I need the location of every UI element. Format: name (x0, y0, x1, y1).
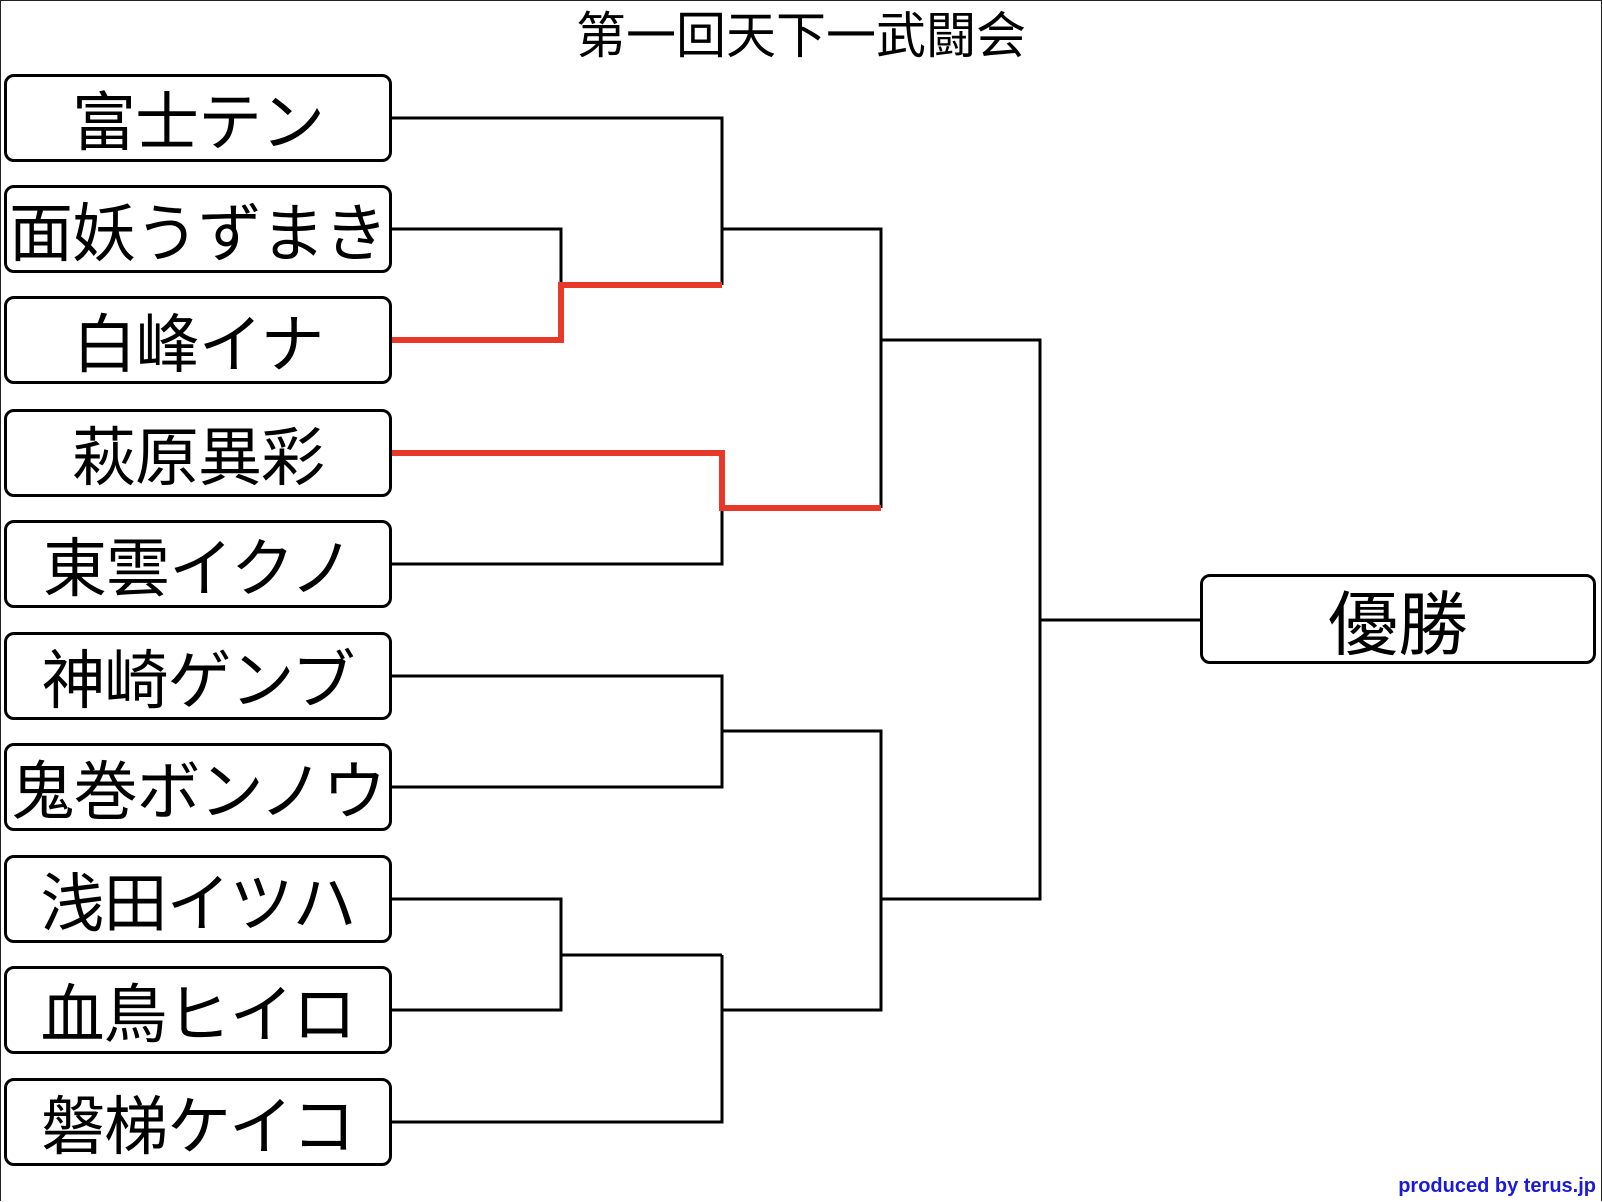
entrant-box: 鬼巻ボンノウ (4, 743, 392, 831)
entrant-box: 浅田イツハ (4, 855, 392, 943)
entrant-box: 血鳥ヒイロ (4, 966, 392, 1054)
bracket-line (722, 729, 883, 1012)
tournament-title: 第一回天下一武闘会 (576, 7, 1026, 65)
bracket-line (392, 674, 724, 789)
bracket-line (392, 453, 724, 566)
bracket-line (881, 338, 1042, 901)
bracket-line (392, 227, 563, 285)
winner-path (392, 282, 722, 343)
entrant-box: 萩原異彩 (4, 409, 392, 497)
entrant-box: 白峰イナ (4, 296, 392, 384)
bracket-line (392, 955, 724, 1124)
champion-box: 優勝 (1200, 574, 1596, 666)
bracket-line (392, 897, 563, 1012)
entrant-box: 磐梯ケイコ (4, 1078, 392, 1166)
credit-link[interactable]: produced by terus.jp (1398, 1175, 1596, 1197)
bracket-line (392, 116, 724, 285)
winner-path (392, 450, 881, 511)
entrant-box: 面妖うずまき (4, 185, 392, 273)
entrant-box: 神崎ゲンブ (4, 632, 392, 720)
entrant-box: 東雲イクノ (4, 520, 392, 608)
entrant-box: 富士テン (4, 74, 392, 162)
bracket-line (722, 227, 883, 340)
